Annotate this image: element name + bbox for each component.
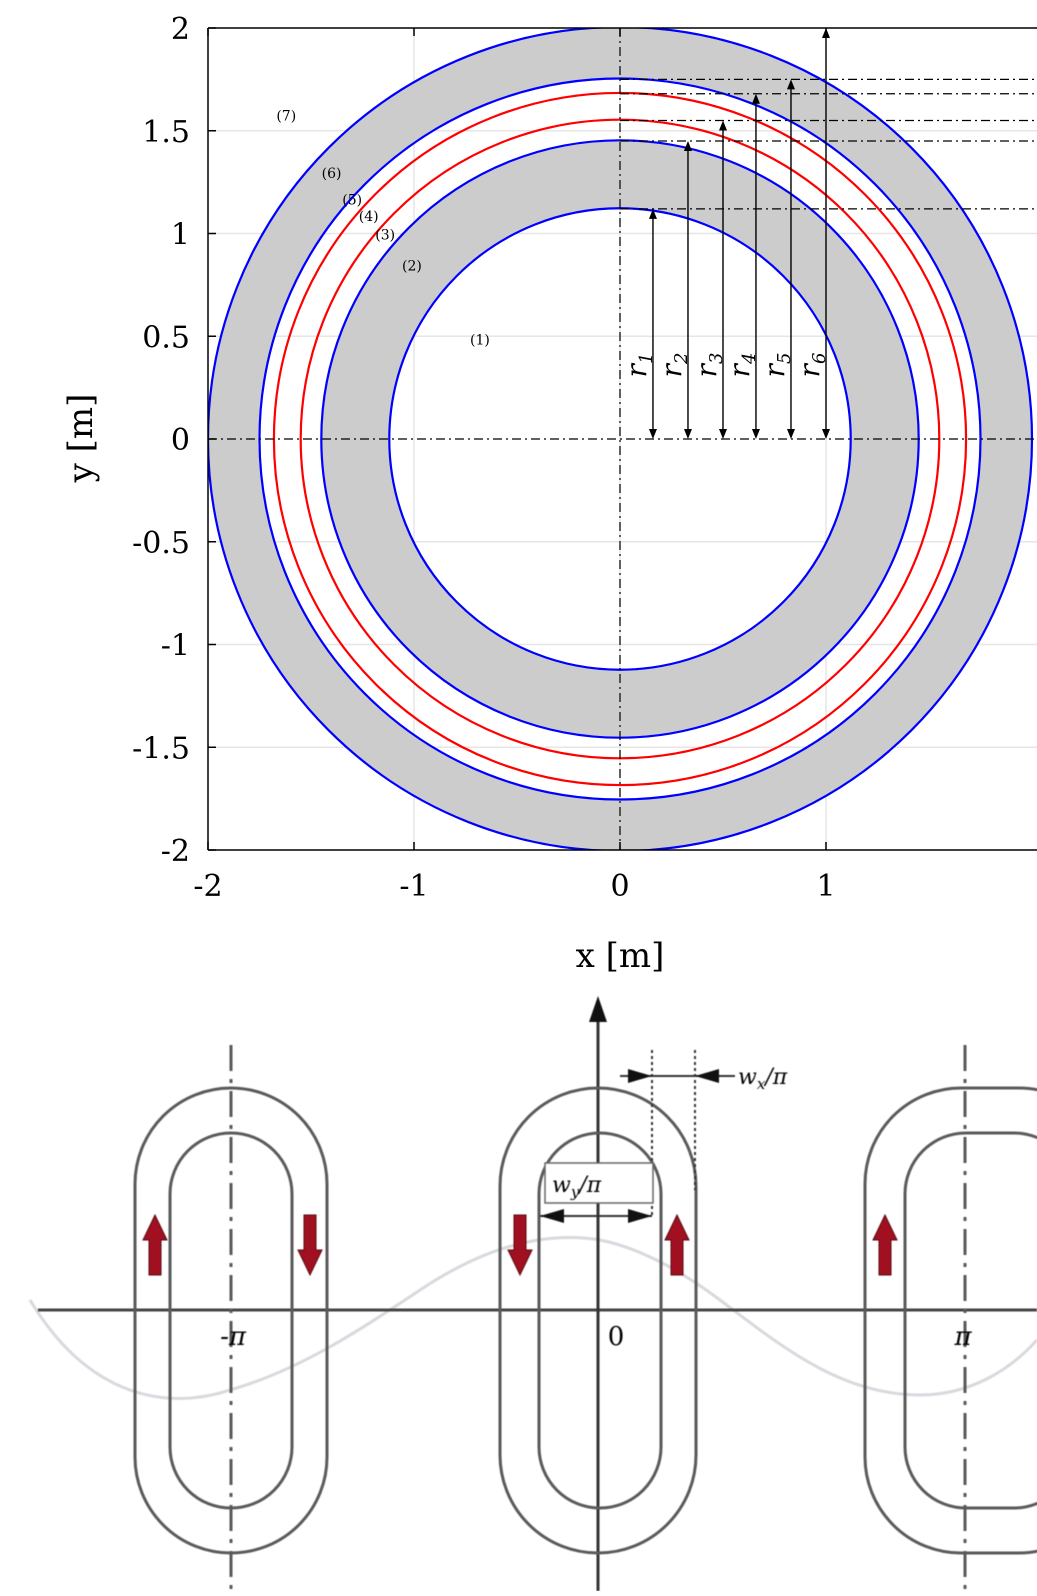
arrowhead-icon — [648, 208, 657, 219]
current-arrow-down — [297, 1214, 323, 1277]
y-tick-label: -2 — [161, 834, 190, 869]
down-arrow-icon — [507, 1214, 533, 1277]
tick-label-neg-pi: -π — [220, 1322, 247, 1352]
y-tick-label: 0.5 — [142, 320, 190, 355]
inner-coil-loop — [903, 1131, 1037, 1510]
region-label: (7) — [276, 108, 296, 124]
region-label: (6) — [322, 166, 342, 182]
y-tick-label: -1.5 — [132, 731, 190, 766]
radius-label: r1 — [620, 353, 657, 378]
coil-diagram: wx/π wy/π -π 0 π — [28, 996, 1037, 1591]
inner-coil-loop — [537, 1131, 663, 1510]
arrowhead-icon — [786, 429, 795, 439]
y-tick-label: 2 — [171, 12, 190, 47]
current-arrow-up — [664, 1213, 690, 1276]
down-arrow-icon — [297, 1214, 323, 1277]
region-label: (3) — [375, 228, 395, 244]
radius-label: r2 — [655, 353, 692, 378]
up-arrow-icon — [872, 1213, 898, 1276]
arrowhead-icon — [751, 93, 760, 104]
tick-label-zero: 0 — [608, 1322, 625, 1352]
arrowhead-icon — [683, 429, 692, 439]
dimension-wy — [540, 1162, 654, 1223]
outer-coil-loop — [498, 1086, 698, 1555]
arrowhead-icon — [719, 120, 727, 131]
radius-label: r5 — [758, 353, 795, 378]
region-label: (2) — [402, 258, 422, 274]
radius-label: r3 — [690, 353, 727, 378]
arrowhead-icon — [628, 1069, 652, 1083]
arrowhead-icon — [751, 429, 760, 439]
arrowhead-icon — [822, 429, 830, 439]
region-labels: (1) (2) (3) (4)(5)(6) (7) — [276, 108, 489, 348]
arrowhead-icon — [648, 429, 657, 439]
wx-label: wx/π — [738, 1065, 788, 1093]
tick-label-pi: π — [953, 1322, 972, 1352]
current-arrow-down — [507, 1214, 533, 1277]
up-arrow-icon — [664, 1213, 690, 1276]
y-tick-label: -1 — [161, 629, 190, 664]
wy-label: wy/π — [552, 1173, 602, 1201]
arrowhead-icon — [683, 141, 692, 152]
x-tick-label: 0 — [610, 869, 629, 904]
dimension-wx — [620, 1050, 735, 1215]
arrowhead-icon — [786, 79, 795, 90]
y-axis-label: y [m] — [61, 394, 101, 484]
y-tick-label: -0.5 — [132, 526, 190, 561]
x-tick-label: -2 — [193, 869, 222, 904]
arrowhead-icon — [695, 1069, 719, 1083]
x-tick-label: -1 — [399, 869, 428, 904]
outer-coil-loop — [863, 1086, 1037, 1555]
coil-neg-pi — [133, 1045, 329, 1591]
tick-labels: -2 -1 0 1 2 1.5 1 0.5 0 -0.5 -1 -1.5 -2 — [132, 12, 835, 904]
y-tick-label: 1.5 — [142, 115, 190, 150]
region-label: (5) — [342, 193, 362, 209]
radius-label: r6 — [793, 353, 830, 378]
arrowhead-icon — [628, 1209, 652, 1223]
y-tick-label: 1 — [171, 218, 190, 253]
current-arrow-up — [872, 1213, 898, 1276]
reference-lines — [208, 28, 1037, 850]
coil-zero — [498, 1086, 698, 1555]
region-label: (4) — [359, 209, 379, 225]
vertical-axis-arrowhead-icon — [589, 996, 607, 1022]
coil-pi — [863, 1045, 1037, 1591]
radius-label: r4 — [723, 353, 760, 378]
up-arrow-icon — [142, 1213, 168, 1276]
region-label: (1) — [470, 332, 490, 348]
current-arrow-up — [142, 1213, 168, 1276]
sine-wave — [28, 1236, 1037, 1400]
arrowhead-icon — [540, 1209, 564, 1223]
x-axis-label: x [m] — [576, 936, 665, 976]
x-tick-label: 1 — [816, 869, 835, 904]
arrowhead-icon — [719, 429, 727, 439]
label-box — [544, 1162, 654, 1204]
y-tick-label: 0 — [171, 423, 190, 458]
